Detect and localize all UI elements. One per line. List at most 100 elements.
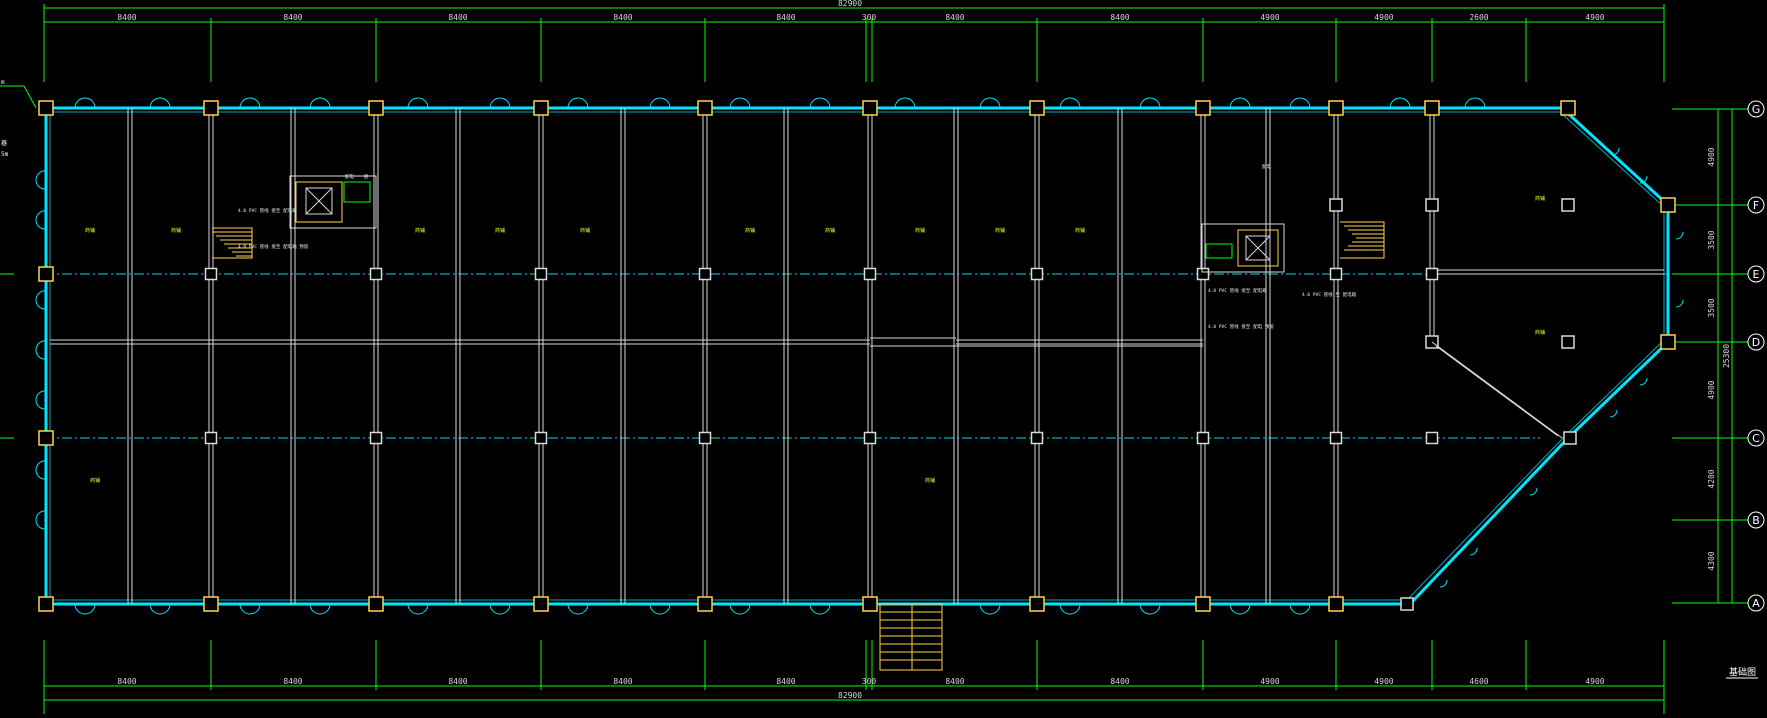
room-label: 商铺 — [1535, 329, 1545, 336]
column — [534, 267, 548, 281]
door-swing — [149, 97, 161, 109]
top-dimension: 8400 — [117, 13, 136, 22]
door-swing — [35, 510, 47, 521]
axis-bubble — [1747, 100, 1765, 118]
room-label: 商铺 — [995, 227, 1005, 234]
bottom-dimension: 8400 — [1110, 677, 1129, 686]
bottom-dimension: 4900 — [1585, 677, 1604, 686]
door-swing — [729, 603, 741, 615]
column — [1196, 431, 1210, 445]
door-swing — [239, 97, 251, 109]
column — [203, 596, 219, 612]
column — [203, 100, 219, 116]
door-swing — [1299, 603, 1311, 615]
annotation-note: 4.0 PVC 管线 接至 配电箱 — [1208, 287, 1267, 294]
top-dimension: 8400 — [1110, 13, 1129, 22]
axis-label: A — [1752, 597, 1760, 610]
column — [1029, 596, 1045, 612]
column — [863, 267, 877, 281]
column — [1030, 267, 1044, 281]
room-labels: 商铺商铺商铺商铺商铺商铺商铺商铺商铺商铺商铺商铺商铺商铺 — [85, 195, 1545, 484]
bottom-dimension: 4900 — [1374, 677, 1393, 686]
exterior-walls — [44, 106, 1670, 606]
room-label: 商铺 — [915, 227, 925, 234]
column — [1400, 597, 1414, 611]
door-swing — [35, 460, 47, 471]
elevator-core-left — [289, 175, 377, 229]
door-swing — [84, 97, 96, 109]
door-swing — [319, 603, 331, 615]
top-dimension: 4900 — [1260, 13, 1279, 22]
door-swing — [979, 97, 991, 109]
door-swing — [1464, 97, 1476, 109]
room-label: 商铺 — [171, 227, 181, 234]
door-swing — [989, 97, 1001, 109]
door-swing — [35, 290, 47, 301]
door-swing — [1668, 292, 1684, 308]
room-label: 商铺 — [580, 227, 590, 234]
axis-bubble — [1747, 511, 1765, 529]
door-swing — [489, 97, 501, 109]
stair-bottom — [879, 603, 943, 671]
door-swing — [729, 97, 741, 109]
door-swing — [35, 299, 47, 310]
column — [862, 596, 878, 612]
door-swing — [819, 97, 831, 109]
bottom-dimension: 8400 — [776, 677, 795, 686]
top-dimension: 8400 — [448, 13, 467, 22]
annotation-note: 4.0 PVC 管线 接至 配电箱 — [238, 207, 297, 214]
column — [1563, 431, 1577, 445]
door-swing — [499, 97, 511, 109]
door-swing — [319, 97, 331, 109]
door-swing — [1139, 97, 1151, 109]
column — [38, 430, 54, 446]
door-swing — [1069, 97, 1081, 109]
room-label: 商铺 — [90, 477, 100, 484]
left-edge-label-1: m — [1, 79, 5, 86]
door-swing — [1149, 97, 1161, 109]
column — [1329, 198, 1343, 212]
annotation-note: 4.0 PVC 管线 接至 配电箱 预留 — [238, 243, 309, 250]
door-swing — [1474, 97, 1486, 109]
column — [1425, 198, 1439, 212]
right-total-dimension: 25300 — [1722, 344, 1731, 368]
door-swing — [499, 603, 511, 615]
door-swing — [904, 97, 916, 109]
column — [697, 100, 713, 116]
column — [38, 596, 54, 612]
top-dimension: 2600 — [1469, 13, 1488, 22]
top-dimension: 8400 — [283, 13, 302, 22]
bottom-dimension: 4900 — [1260, 677, 1279, 686]
door-swing — [819, 603, 831, 615]
room-label: 商铺 — [415, 227, 425, 234]
interior-partitions — [50, 108, 1664, 604]
door-swing — [1059, 603, 1071, 615]
total-dimension-bottom: 82900 — [838, 691, 862, 700]
total-dimension-top: 82900 — [838, 0, 862, 8]
door-swing — [1139, 603, 1151, 615]
door-swing — [1149, 603, 1161, 615]
door-swing — [989, 603, 1001, 615]
axis-label: F — [1753, 199, 1759, 212]
top-dimension: 4900 — [1374, 13, 1393, 22]
door-swing — [159, 603, 171, 615]
column — [38, 100, 54, 116]
door-swing — [35, 519, 47, 530]
column — [1195, 596, 1211, 612]
door-swing — [1604, 140, 1620, 156]
column — [1328, 596, 1344, 612]
right-dimension: 4900 — [1707, 380, 1716, 399]
door-swing — [1299, 97, 1311, 109]
door-swing — [739, 97, 751, 109]
door-swing — [417, 97, 429, 109]
bottom-dimension: 8400 — [945, 677, 964, 686]
door-swing — [35, 219, 47, 230]
bottom-dimension: 8400 — [283, 677, 302, 686]
door-swing — [309, 603, 321, 615]
door-swing — [1632, 370, 1648, 386]
column — [368, 596, 384, 612]
door-swing — [809, 603, 821, 615]
axis-label: C — [1752, 432, 1760, 445]
door-swing — [1432, 572, 1448, 588]
